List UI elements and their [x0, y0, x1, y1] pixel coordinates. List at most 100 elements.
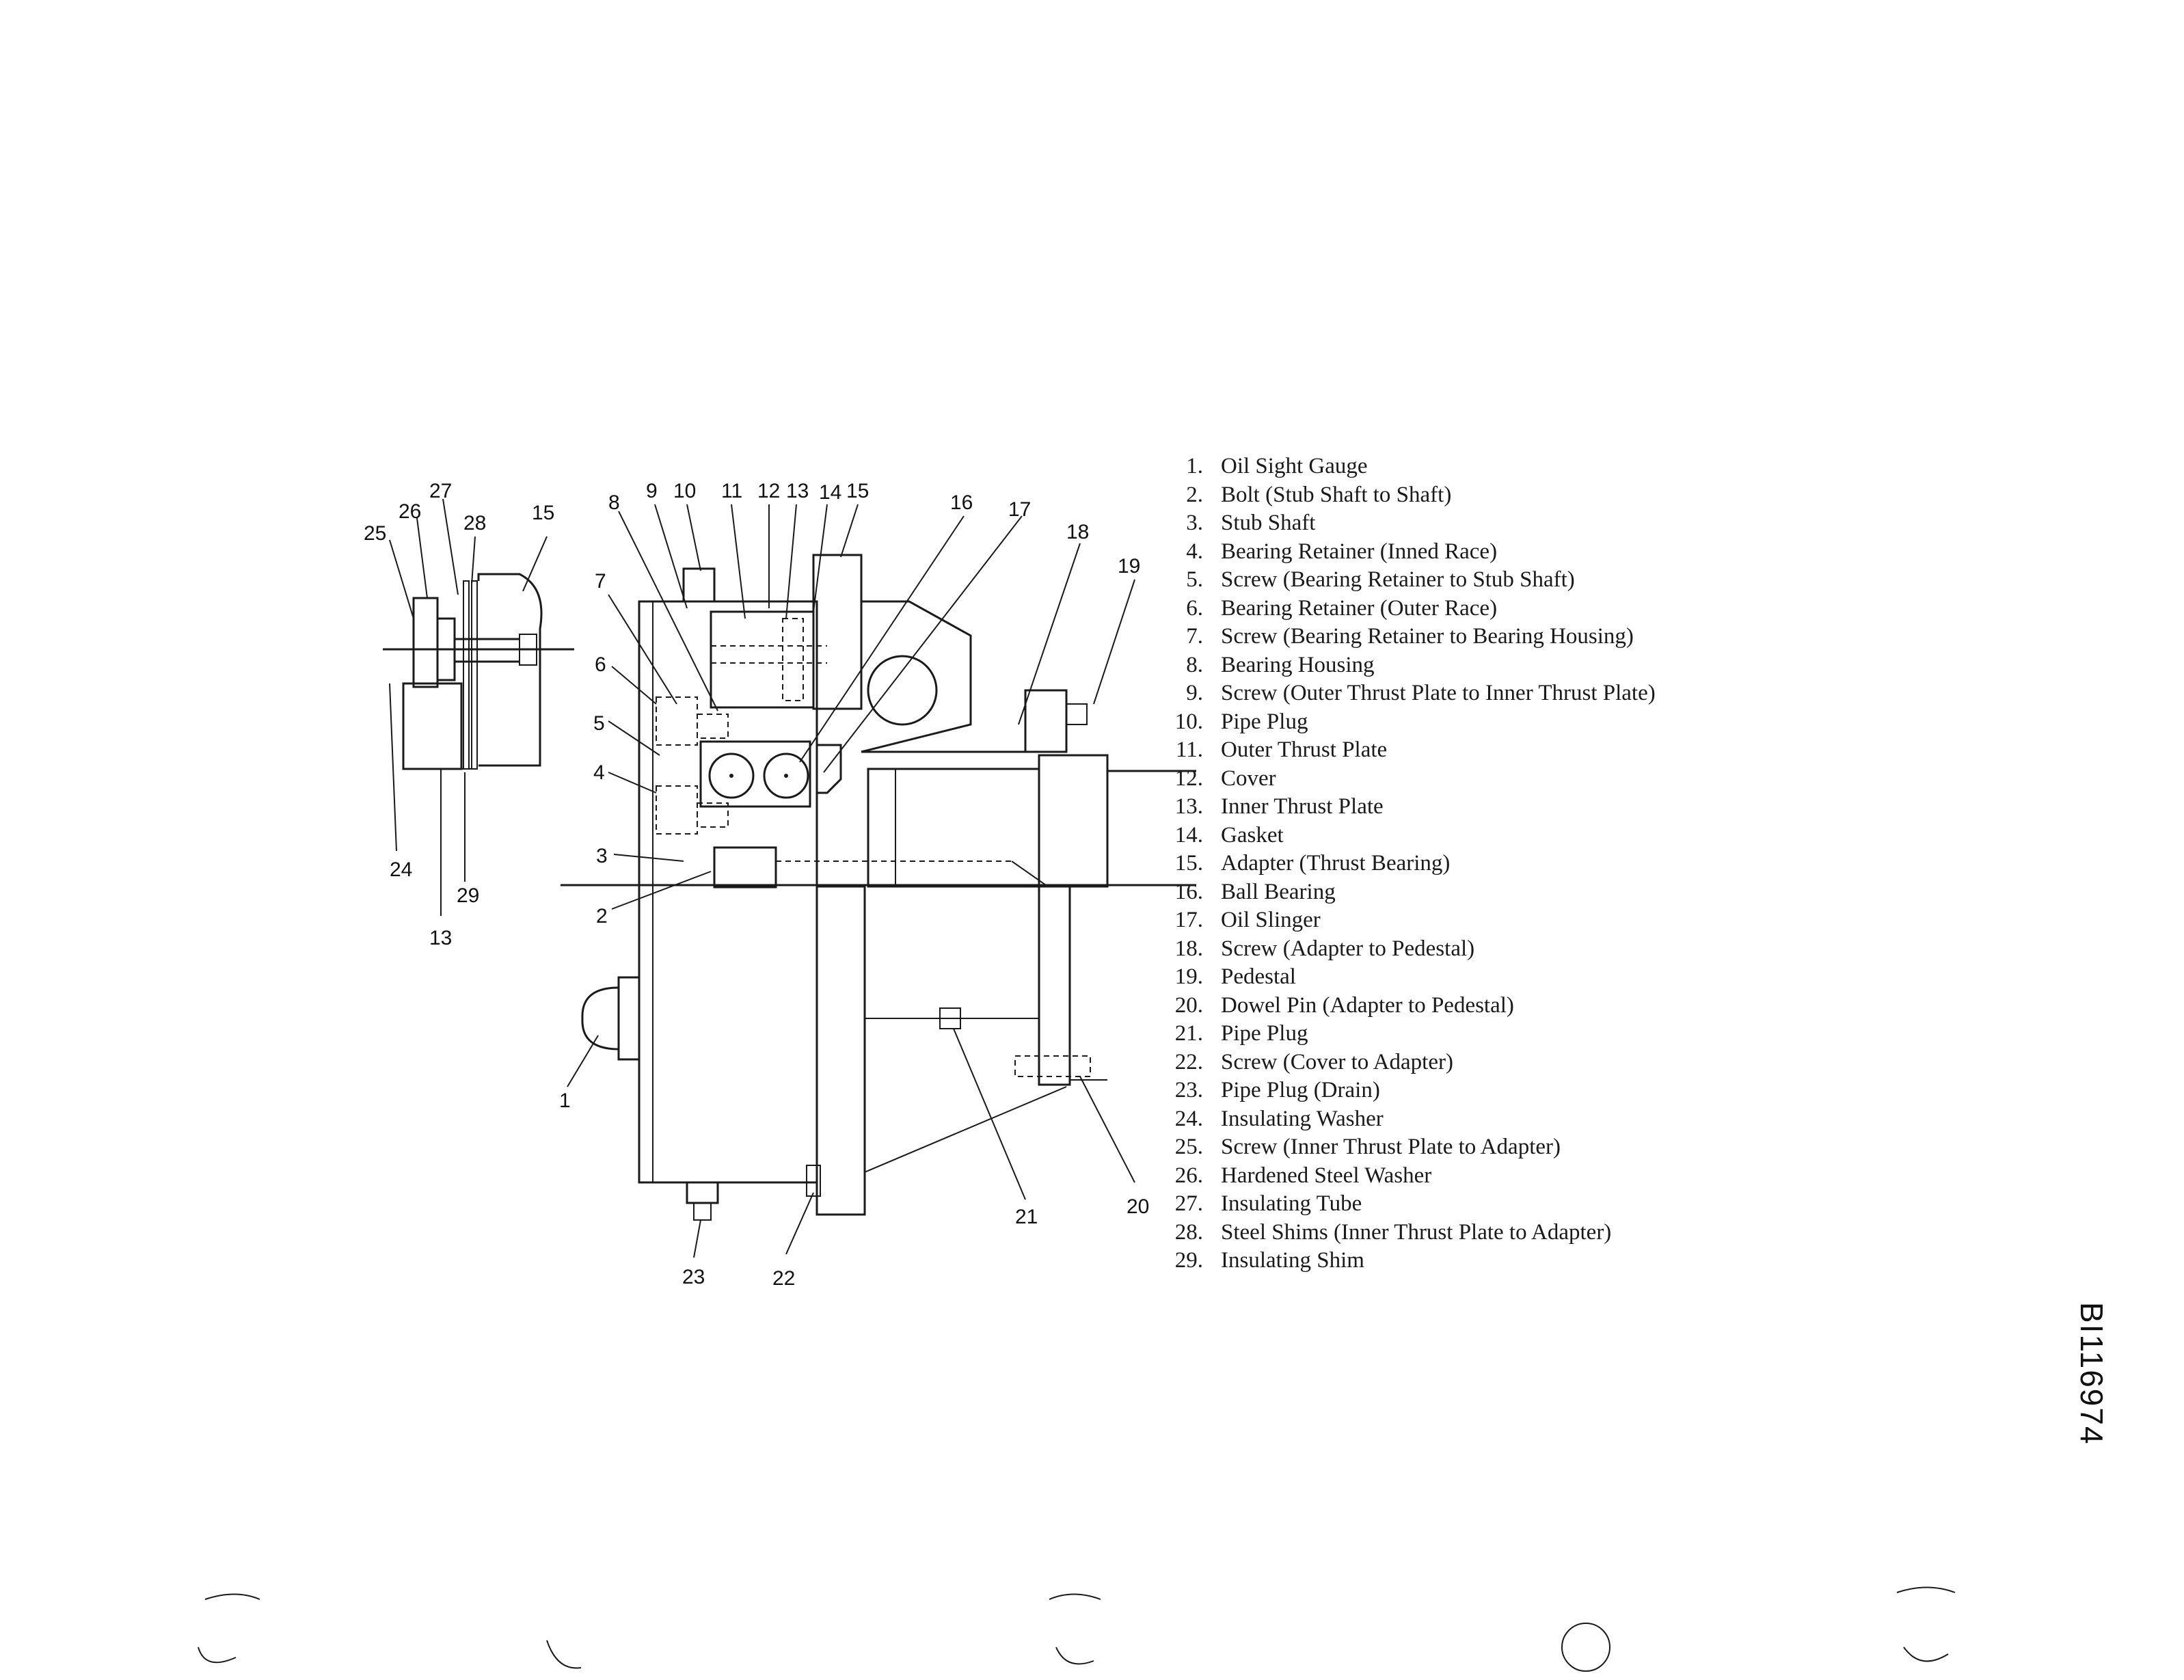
detail-view-screw-assembly	[383, 573, 574, 770]
legend-item-text: Screw (Bearing Retainer to Stub Shaft)	[1221, 567, 1575, 592]
callout-12: 12	[757, 480, 780, 502]
legend-item-number: 25.	[1174, 1135, 1203, 1159]
legend-item-number: 9.	[1186, 681, 1203, 705]
legend-item-text: Adapter (Thrust Bearing)	[1221, 851, 1451, 876]
callout-21: 21	[1015, 1206, 1038, 1228]
callout-10: 10	[673, 480, 696, 502]
legend-item-text: Bolt (Stub Shaft to Shaft)	[1221, 482, 1452, 507]
legend-item-number: 19.	[1174, 964, 1203, 989]
legend-item: 16. Ball Bearing	[1155, 878, 1839, 907]
legend-item: 6. Bearing Retainer (Outer Race)	[1155, 595, 1839, 623]
legend-item-number: 28.	[1174, 1219, 1203, 1245]
legend-item-text: Gasket	[1221, 822, 1284, 848]
legend-item-text: Pipe Plug (Drain)	[1221, 1078, 1380, 1102]
callout-3: 3	[596, 845, 608, 867]
legend-item: 8. Bearing Housing	[1155, 651, 1839, 680]
callout-8: 8	[608, 491, 620, 514]
page-scan-marks	[198, 1586, 1956, 1672]
legend-item: 2.Bolt (Stub Shaft to Shaft)	[1155, 481, 1839, 510]
legend-item: 27. Insulating Tube	[1155, 1190, 1839, 1219]
legend-item-number: 6.	[1186, 595, 1203, 621]
legend-item-number: 1.	[1186, 454, 1203, 478]
legend-item: 12. Cover	[1155, 765, 1839, 794]
legend-item-number: 27.	[1174, 1191, 1203, 1216]
legend-item-number: 18.	[1174, 936, 1203, 961]
legend-item-text: Steel Shims (Inner Thrust Plate to Adapt…	[1221, 1219, 1612, 1245]
parts-legend: 1. Oil Sight Gauge 2.Bolt (Stub Shaft to S…	[1155, 452, 1839, 1275]
callout-13: 13	[786, 480, 809, 502]
legend-item: 25. Screw (Inner Thrust Plate to Adapter)	[1155, 1133, 1839, 1162]
legend-item: 19.Pedestal	[1155, 963, 1839, 992]
legend-item: 7.Screw (Bearing Retainer to Bearing Hou…	[1155, 623, 1839, 651]
legend-item: 28. Steel Shims (Inner Thrust Plate to Ad…	[1155, 1219, 1839, 1247]
legend-item-text: Dowel Pin (Adapter to Pedestal)	[1221, 992, 1514, 1018]
callout-18: 18	[1066, 521, 1089, 543]
legend-item: 15. Adapter (Thrust Bearing)	[1155, 850, 1839, 878]
legend-item-text: Stub Shaft	[1221, 511, 1316, 535]
legend-item-text: Bearing Retainer (Inned Race)	[1221, 539, 1498, 564]
legend-item-text: Outer Thrust Plate	[1221, 737, 1388, 762]
legend-item: 24.Insulating Washer	[1155, 1105, 1839, 1134]
legend-item-number: 3.	[1186, 511, 1203, 535]
legend-item-number: 26.	[1174, 1163, 1203, 1188]
legend-item-text: Screw (Outer Thrust Plate to Inner Thrus…	[1221, 681, 1656, 705]
legend-item-text: Hardened Steel Washer	[1221, 1163, 1432, 1188]
callout-16: 16	[950, 491, 973, 514]
legend-item-number: 11.	[1175, 737, 1203, 762]
legend-item: 18.Screw (Adapter to Pedestal)	[1155, 935, 1839, 964]
callout-27: 27	[429, 480, 452, 502]
callout-6: 6	[595, 653, 606, 676]
legend-item-text: Bearing Retainer (Outer Race)	[1221, 595, 1498, 621]
legend-item-text: Bearing Housing	[1221, 652, 1375, 677]
legend-item: 10.Pipe Plug	[1155, 708, 1839, 737]
legend-item-number: 5.	[1186, 567, 1203, 592]
legend-item-text: Ball Bearing	[1221, 879, 1336, 904]
callout-4: 4	[593, 761, 605, 784]
legend-item-text: Oil Slinger	[1221, 908, 1321, 932]
legend-item: 14. Gasket	[1155, 822, 1839, 850]
legend-item-text: Cover	[1221, 766, 1276, 791]
callout-labels: 1 2 3 4 5 6 7 8 9 10 11 12 13 14 15 16 1…	[364, 480, 1149, 1290]
legend-item-number: 13.	[1174, 794, 1203, 819]
legend-item-text: Insulating Tube	[1221, 1191, 1362, 1216]
legend-item-number: 23.	[1174, 1078, 1203, 1102]
legend-item-text: Pipe Plug	[1221, 1021, 1308, 1046]
legend-item-text: Insulating Washer	[1221, 1106, 1384, 1131]
legend-item-number: 29.	[1174, 1248, 1203, 1273]
callout-28: 28	[463, 512, 486, 534]
legend-item-text: Screw (Inner Thrust Plate to Adapter)	[1221, 1135, 1561, 1159]
legend-item-number: 20.	[1174, 992, 1203, 1018]
legend-item: 22. Screw (Cover to Adapter)	[1155, 1048, 1839, 1077]
drawing-number: BI116974	[2074, 1302, 2109, 1446]
legend-item-number: 12.	[1174, 766, 1203, 791]
legend-item: 17.Oil Slinger	[1155, 906, 1839, 935]
leader-lines	[389, 498, 1135, 1258]
legend-item: 4. Bearing Retainer (Inned Race)	[1155, 538, 1839, 567]
legend-item-number: 15.	[1174, 851, 1203, 876]
callout-22: 22	[772, 1267, 795, 1290]
callout-5: 5	[593, 712, 605, 735]
callout-20: 20	[1127, 1195, 1149, 1218]
legend-item-number: 22.	[1174, 1049, 1203, 1074]
callout-17: 17	[1008, 498, 1031, 521]
legend-item: 26. Hardened Steel Washer	[1155, 1162, 1839, 1191]
legend-item: 29.Insulating Shim	[1155, 1247, 1839, 1275]
callout-23: 23	[682, 1266, 705, 1288]
legend-item-text: Screw (Cover to Adapter)	[1221, 1049, 1453, 1074]
legend-item: 13. Inner Thrust Plate	[1155, 793, 1839, 822]
legend-item-text: Inner Thrust Plate	[1221, 794, 1384, 819]
legend-item: 3. Stub Shaft	[1155, 509, 1839, 538]
legend-item-number: 7.	[1186, 624, 1203, 649]
legend-item-text: Pipe Plug	[1221, 709, 1308, 734]
legend-item: 21. Pipe Plug	[1155, 1020, 1839, 1048]
legend-item-number: 4.	[1186, 539, 1203, 564]
legend-item-number: 21.	[1174, 1021, 1203, 1046]
legend-item-number: 14.	[1174, 822, 1203, 848]
callout-11: 11	[721, 480, 742, 502]
detail-callout-15: 15	[532, 502, 554, 524]
legend-item-number: 8.	[1186, 652, 1203, 677]
legend-item-text: Oil Sight Gauge	[1221, 454, 1368, 478]
callout-9: 9	[646, 480, 658, 502]
legend-item-number: 16.	[1174, 879, 1203, 904]
